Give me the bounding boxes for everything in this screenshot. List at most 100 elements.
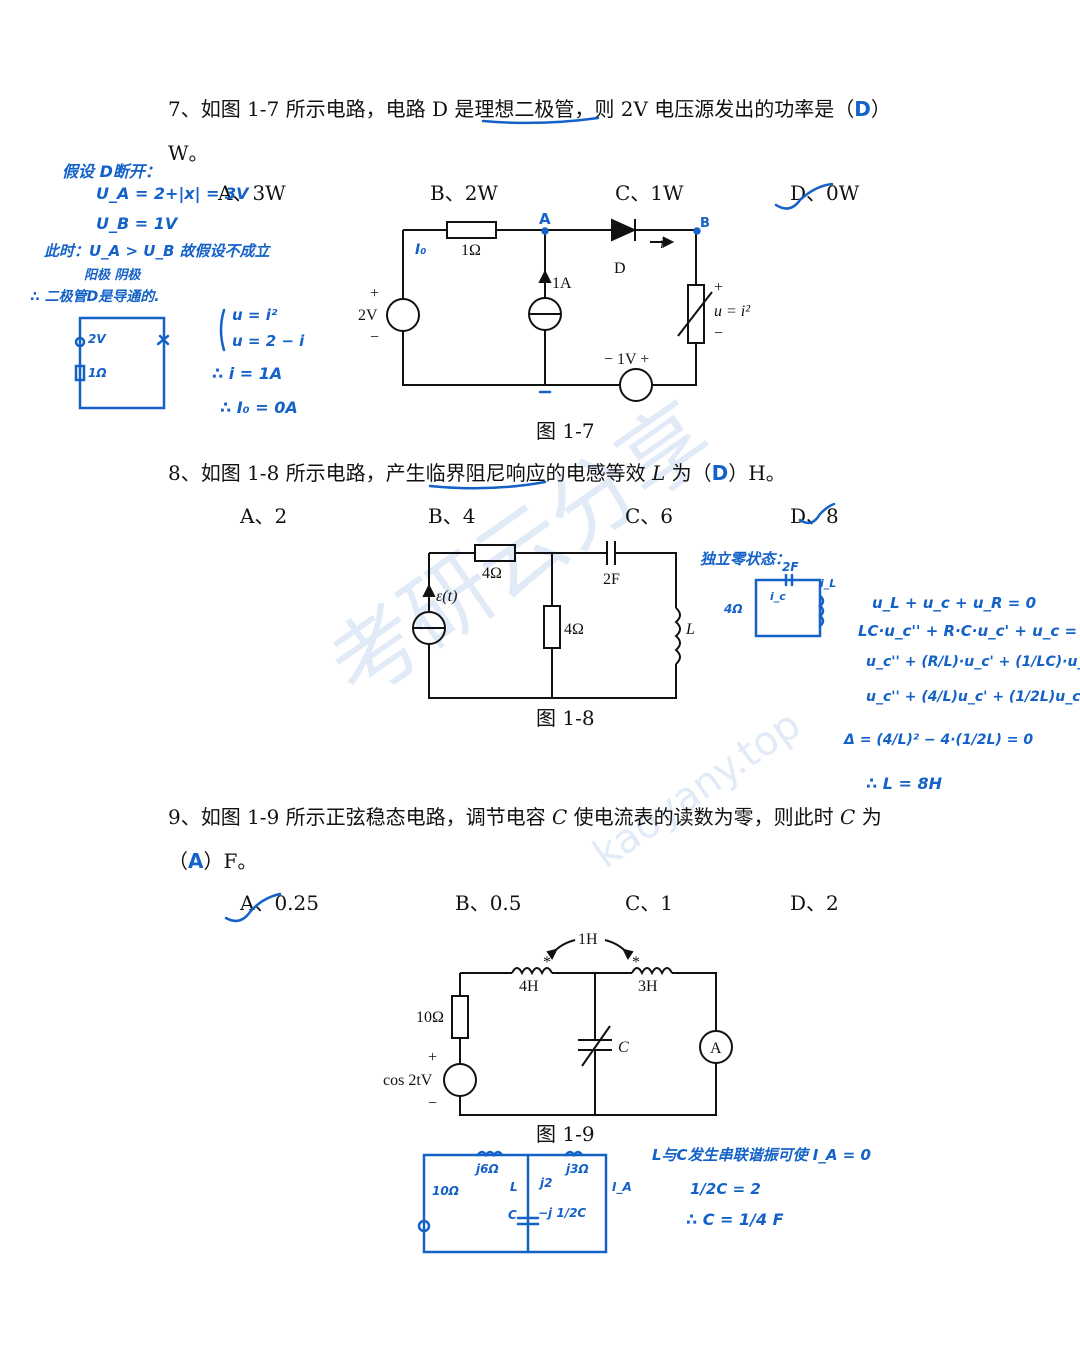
label-9-l2: 3H [638, 978, 658, 995]
label-9-star2: * [632, 954, 640, 971]
q9-sketch-cap [516, 1216, 540, 1226]
q8-note-title: 独立零状态： [700, 550, 791, 568]
q7-stem-end: ） [870, 97, 891, 121]
q8-stem-line: 8、如图 1-8 所示电路，产生临界阻尼响应的电感等效 L 为（D）H。 [168, 461, 786, 485]
q8-option-a: A、2 [240, 504, 288, 528]
label-9-m: 1H [578, 931, 598, 948]
label-8-c: 2F [603, 571, 620, 588]
q7-stem: 7、如图 1-7 所示电路，电路 D 是理想二极管，则 2V 电压源发出的功率是… [168, 97, 855, 121]
q9-option-d: D、2 [790, 891, 839, 915]
label-9-c: C [618, 1039, 629, 1056]
q9-stem-pre: 9、如图 1-9 所示正弦稳态电路，调节电容 [168, 805, 553, 829]
label-8-r2: 4Ω [564, 621, 584, 638]
circuit-1-7 [386, 218, 713, 402]
nonlinear-slash [677, 291, 713, 337]
q9-stem-line: 9、如图 1-9 所示正弦稳态电路，调节电容 C 使电流表的读数为零，则此时 C… [168, 805, 882, 829]
q8-note-eq3: u_c'' + (R/L)·u_c' + (1/LC)·u_c = 0 [866, 654, 1080, 670]
q7-note-conclude: ∴ 二极管D是导通的. [30, 289, 160, 305]
q9-sketch-ind2 [564, 1150, 584, 1158]
q8-note-delta: Δ = (4/L)² − 4·(1/2L) = 0 [844, 732, 1034, 748]
q7-stem-line: 7、如图 1-7 所示电路，电路 D 是理想二极管，则 2V 电压源发出的功率是… [168, 97, 891, 121]
resistor-1ohm [446, 221, 497, 239]
arrow-1a-head [538, 269, 552, 283]
q9-sketch-ind1 [476, 1150, 504, 1158]
q8-option-c: C、6 [625, 504, 674, 528]
label-diode: D [614, 260, 626, 277]
q9-note-jc: −j 1/2C [538, 1206, 587, 1220]
mutual-arrow-right [622, 948, 634, 960]
cap-variable-arrow [581, 1025, 611, 1067]
q9-answer: A [188, 849, 204, 873]
label-9-r: 10Ω [416, 1009, 444, 1026]
q8-figure-caption: 图 1-8 [536, 706, 595, 730]
q9-option-c: C、1 [625, 891, 674, 915]
q9-sketch-frame [422, 1153, 608, 1254]
q7-sketch-res [74, 364, 86, 382]
label-9-plus: + [428, 1049, 437, 1066]
voltage-source-2v [386, 298, 420, 332]
q7-node-a-dot [541, 227, 549, 235]
q8-stem-mid: 为（ [665, 461, 712, 485]
q8-l-symbol: L [652, 461, 666, 485]
label-2v-plus: + [370, 285, 379, 302]
q8-note-4ohm: 4Ω [724, 602, 743, 616]
label-i: i [660, 235, 664, 252]
q7-option-b: B、2W [430, 181, 498, 205]
q8-underline [428, 480, 547, 490]
wire-top-right-8 [615, 552, 677, 608]
q9-figure-caption: 图 1-9 [536, 1122, 595, 1146]
mutual-arrow-left [546, 948, 558, 960]
label-1v: − 1V + [604, 351, 649, 368]
q7-note-ub: U_B = 1V [96, 214, 178, 233]
q8-stem-end: ）H。 [728, 461, 786, 485]
inductor-3h [631, 967, 673, 976]
label-u: u = i² [714, 303, 751, 320]
wire-bottom [402, 331, 620, 386]
resistor-10ohm [451, 995, 469, 1039]
label-u-plus: + [714, 279, 723, 296]
q8-note-ic: i_c [770, 590, 786, 603]
q7-note-ua: U_A = 2+|x| = 3V [96, 184, 249, 203]
label-2v: 2V [358, 307, 378, 324]
q7-note-i0: ∴ I₀ = 0A [220, 398, 298, 417]
inductor-coil [674, 607, 681, 665]
q7-stem-line2: W。 [168, 141, 209, 165]
q9-option-b: B、0.5 [455, 891, 522, 915]
label-1ohm: 1Ω [461, 242, 481, 259]
circuit-1-9 [443, 939, 733, 1116]
label-2v-minus: − [370, 329, 379, 346]
q7-note-eq1: u = i² [232, 306, 278, 324]
resistor-4ohm-mid [543, 605, 561, 649]
diode-symbol [611, 218, 637, 242]
q8-sketch-ind [818, 594, 825, 628]
q7-note-1ohm: 1Ω [88, 366, 107, 380]
q8-option-d: D、8 [790, 504, 839, 528]
wire-right-9 [459, 1063, 717, 1116]
q9-stem-end: 为 [855, 805, 882, 829]
voltage-source-cos [443, 1063, 477, 1097]
resistor-4ohm-top [474, 544, 516, 562]
q7-note-eq2: u = 2 − i [232, 332, 305, 350]
wire-right-bottom [652, 343, 697, 386]
q9-check-a [224, 892, 282, 923]
circuit-1-8 [412, 541, 681, 699]
q9-note-l: L [510, 1180, 518, 1194]
q9-c-symbol-2: C [840, 805, 856, 829]
label-8-src: ε(t) [436, 588, 457, 605]
q7-option-c: C、1W [615, 181, 684, 205]
label-u-minus: − [714, 325, 723, 342]
q7-sketch-diode [156, 334, 170, 346]
q9-stem-line2: （A）F。 [168, 849, 258, 873]
label-node-b: B [700, 216, 710, 231]
q8-note-eq2: LC·u_c'' + R·C·u_c' + u_c = 0 [858, 622, 1080, 640]
q9-note-10ohm: 10Ω [432, 1184, 459, 1198]
label-9-am: A [710, 1040, 722, 1057]
q9-c-symbol-1: C [552, 805, 568, 829]
q9-note-j2: j2 [540, 1176, 553, 1190]
q7-note-anode: 阳极 阴极 [84, 268, 141, 283]
q7-handwriting-marks [74, 116, 834, 410]
q8-sketch-box [754, 578, 822, 638]
voltage-source-1v [619, 368, 653, 402]
q8-note-2f: 2F [782, 560, 799, 574]
